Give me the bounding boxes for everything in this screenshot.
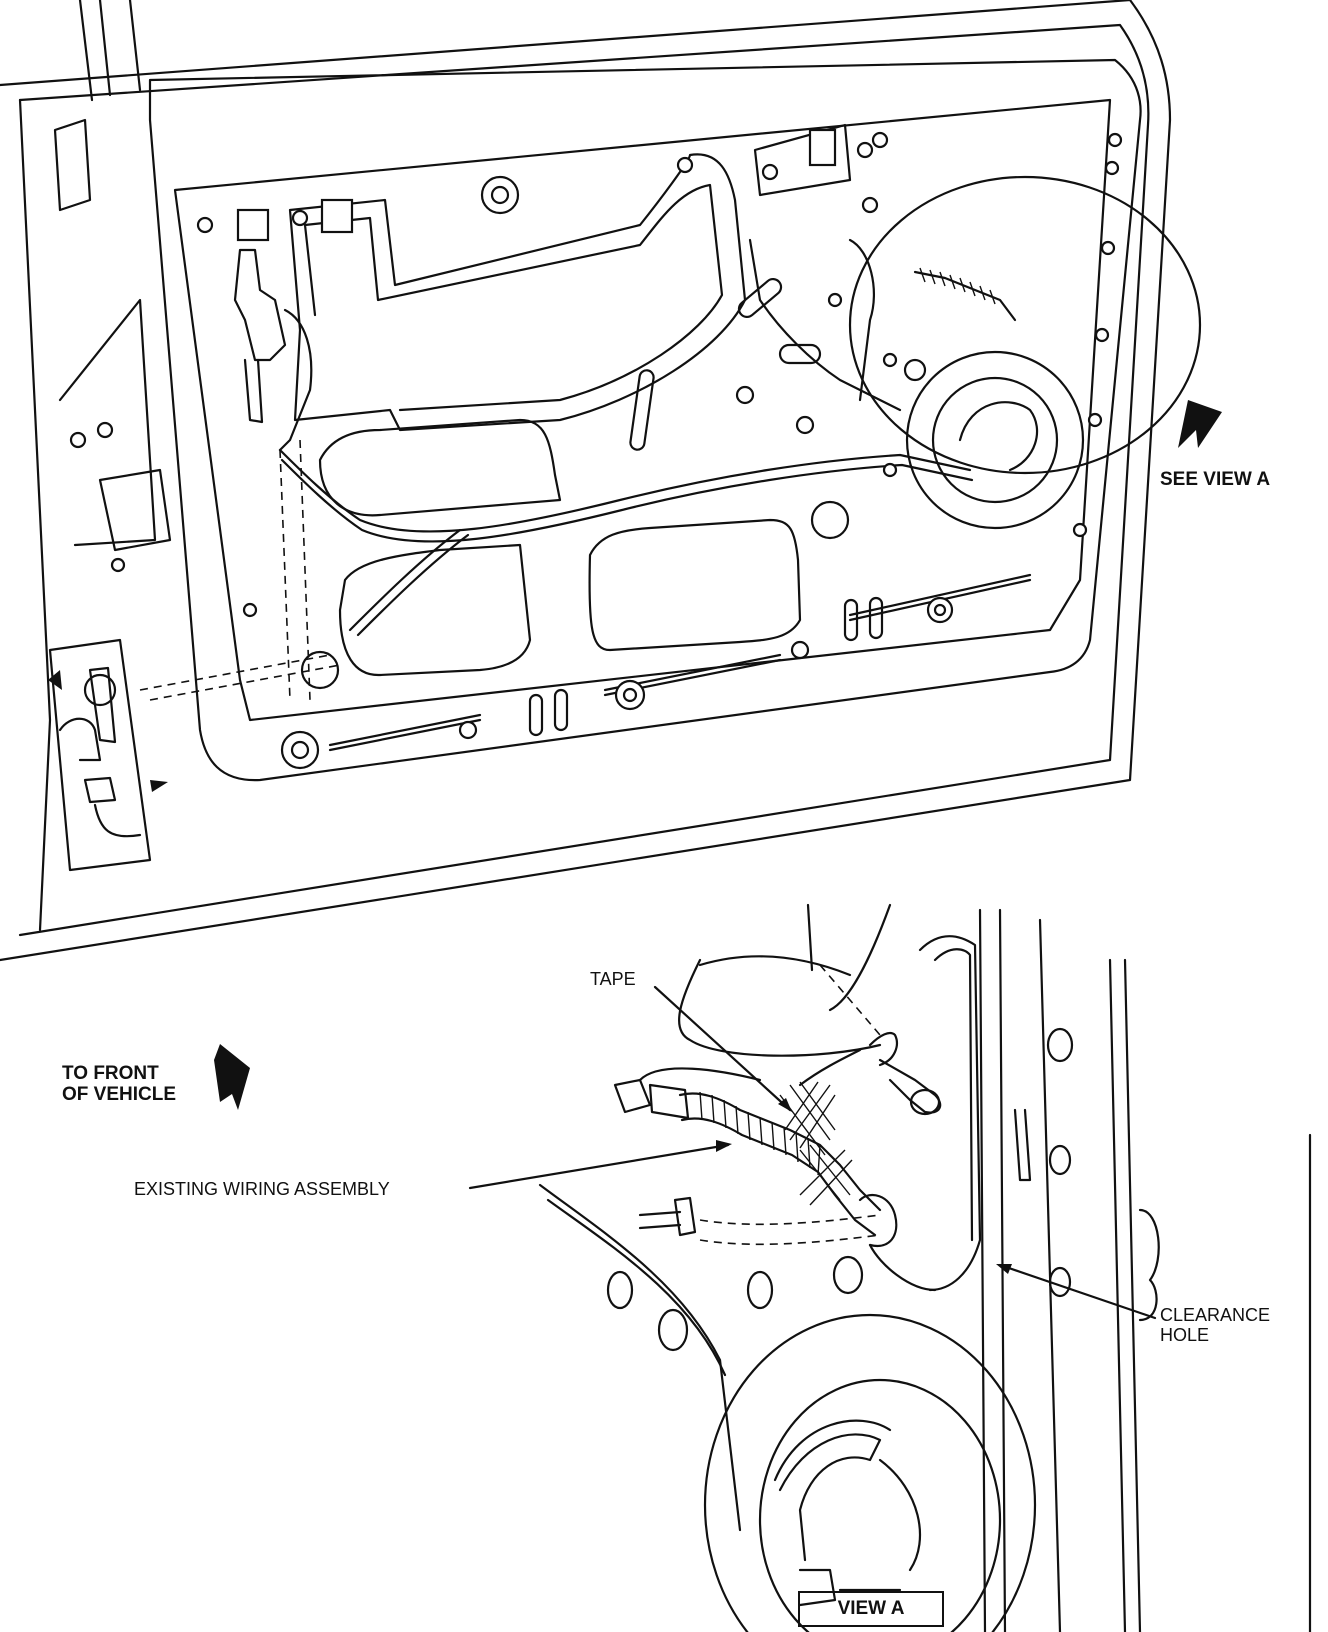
to-front-line-2: OF VEHICLE bbox=[62, 1083, 177, 1105]
tape-label: TAPE bbox=[590, 969, 636, 989]
view-a-caption: VIEW A bbox=[798, 1591, 944, 1627]
to-front-of-vehicle-label: TO FRONT OF VEHICLE bbox=[62, 1063, 177, 1106]
view-a-detail bbox=[538, 903, 1160, 1632]
clearance-hole-label: CLEARANCE HOLE bbox=[1160, 1305, 1271, 1346]
leader-lines bbox=[468, 985, 1157, 1320]
existing-wiring-assembly-label: EXISTING WIRING ASSEMBLY bbox=[134, 1179, 390, 1199]
to-front-line-1: TO FRONT bbox=[62, 1063, 159, 1084]
to-front-arrow-icon bbox=[214, 1044, 250, 1110]
see-view-a-arrow-icon bbox=[1178, 400, 1222, 448]
see-view-a-label: SEE VIEW A bbox=[1160, 469, 1271, 490]
clearance-line-1: CLEARANCE bbox=[1160, 1305, 1271, 1325]
clearance-line-2: HOLE bbox=[1160, 1324, 1210, 1345]
door-inner-panel bbox=[0, 0, 1202, 962]
